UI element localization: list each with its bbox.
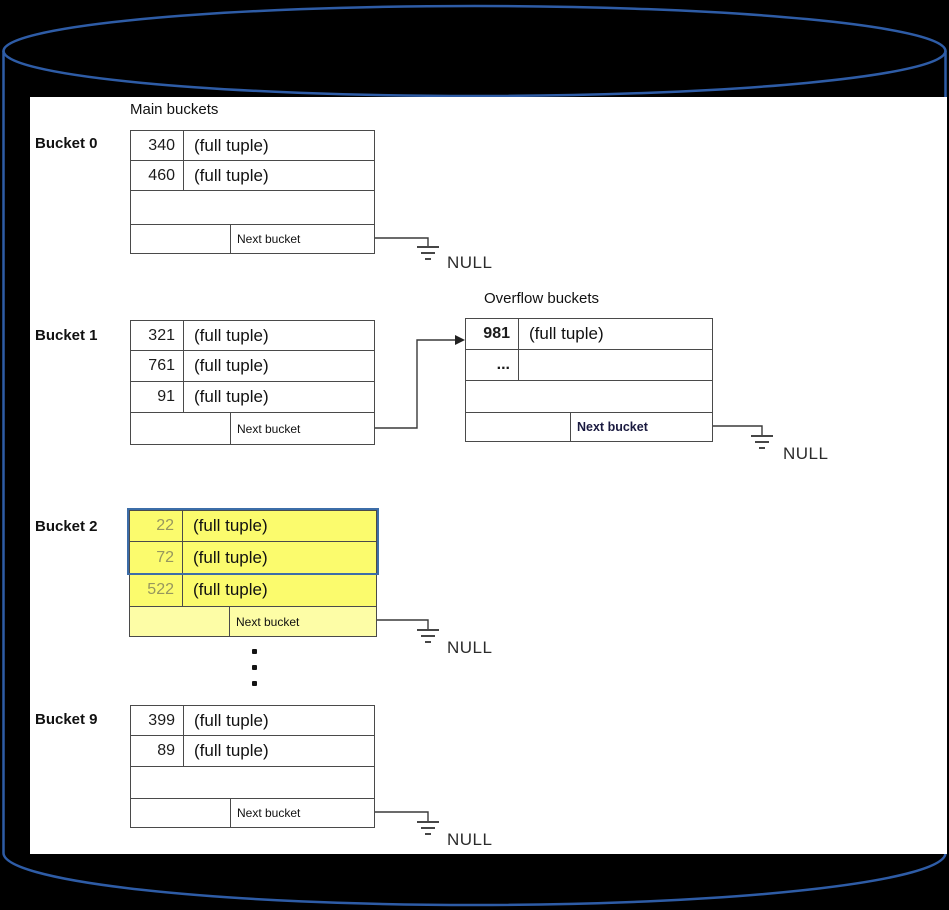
value-cell: (full tuple): [529, 324, 604, 343]
next-bucket-label: Next bucket: [237, 232, 301, 246]
key-cell: 981: [466, 319, 519, 349]
empty-cell: [131, 191, 374, 224]
empty-row: [466, 381, 712, 413]
next-bucket-row: Next bucket: [131, 225, 374, 253]
next-pointer-cell: [130, 607, 230, 636]
table-row: 522 (full tuple): [130, 574, 376, 607]
bucket-0-table: 340 (full tuple) 460 (full tuple) Next b…: [130, 130, 375, 254]
next-bucket-label: Next bucket: [236, 614, 300, 629]
vertical-ellipsis-dot: [252, 681, 257, 686]
value-cell: (full tuple): [194, 135, 269, 155]
next-bucket-row: Next bucket: [466, 413, 712, 441]
bucket-9-table: 399 (full tuple) 89 (full tuple) Next bu…: [130, 705, 375, 828]
bucket-0-label: Bucket 0: [35, 135, 98, 152]
vertical-ellipsis-dot: [252, 665, 257, 670]
value-cell: (full tuple): [194, 741, 269, 760]
table-row: 91 (full tuple): [131, 382, 374, 413]
table-row: 321 (full tuple): [131, 321, 374, 351]
bucket-1-label: Bucket 1: [35, 327, 98, 344]
next-bucket-label: Next bucket: [237, 806, 301, 820]
key-cell: 91: [131, 382, 184, 412]
value-cell: (full tuple): [194, 325, 269, 345]
cylinder-bottom-icon: [2, 852, 947, 907]
null-label: NULL: [447, 253, 493, 272]
table-row: 460 (full tuple): [131, 161, 374, 191]
next-bucket-row: Next bucket: [131, 413, 374, 444]
key-cell: 460: [131, 161, 184, 190]
null-label: NULL: [447, 638, 493, 657]
value-cell: (full tuple): [194, 710, 269, 730]
bucket-1-table: 321 (full tuple) 761 (full tuple) 91 (fu…: [130, 320, 375, 445]
null-label: NULL: [783, 444, 829, 463]
value-cell: (full tuple): [193, 516, 268, 535]
key-cell: 522: [130, 574, 183, 606]
table-row: 89 (full tuple): [131, 736, 374, 767]
next-pointer-cell: [131, 413, 231, 444]
table-row: 399 (full tuple): [131, 706, 374, 736]
next-pointer-cell: [131, 225, 231, 253]
next-bucket-label: Next bucket: [237, 421, 301, 436]
bucket-9-label: Bucket 9: [35, 711, 98, 728]
next-bucket-cell: Next bucket: [231, 225, 374, 253]
next-bucket-label: Next bucket: [577, 420, 648, 434]
overflow-bucket-table: 981 (full tuple) ... Next bucket: [465, 318, 713, 442]
vertical-ellipsis-dot: [252, 649, 257, 654]
key-cell: 761: [131, 351, 184, 381]
value-cell: (full tuple): [193, 547, 268, 567]
key-cell: 72: [130, 542, 183, 573]
table-row: 72 (full tuple): [130, 542, 376, 574]
key-cell: 340: [131, 131, 184, 160]
next-bucket-cell: Next bucket: [571, 413, 712, 441]
next-bucket-cell: Next bucket: [230, 607, 376, 636]
next-bucket-cell: Next bucket: [231, 413, 374, 444]
empty-cell: [466, 381, 712, 412]
empty-row: [131, 191, 374, 225]
value-cell: [519, 350, 712, 380]
overflow-buckets-label: Overflow buckets: [484, 290, 600, 307]
key-cell: 89: [131, 736, 184, 766]
table-row: 340 (full tuple): [131, 131, 374, 161]
next-bucket-cell: Next bucket: [231, 799, 374, 827]
bucket-2-table: 22 (full tuple) 72 (full tuple) 522 (ful…: [129, 510, 377, 637]
null-label: NULL: [447, 830, 493, 849]
next-pointer-cell: [466, 413, 571, 441]
value-cell: (full tuple): [194, 387, 269, 406]
next-pointer-cell: [131, 799, 231, 827]
table-row: 761 (full tuple): [131, 351, 374, 382]
table-row: 22 (full tuple): [130, 511, 376, 542]
table-row: 981 (full tuple): [466, 319, 712, 350]
next-bucket-row: Next bucket: [130, 607, 376, 636]
empty-cell: [131, 767, 374, 798]
value-cell: (full tuple): [193, 580, 268, 599]
value-cell: (full tuple): [194, 165, 269, 185]
empty-row: [131, 767, 374, 799]
key-cell: 399: [131, 706, 184, 735]
key-cell: 22: [130, 511, 183, 541]
key-cell: 321: [131, 321, 184, 350]
key-cell: ...: [466, 350, 519, 380]
value-cell: (full tuple): [194, 356, 269, 375]
next-bucket-row: Next bucket: [131, 799, 374, 827]
cylinder-top-icon: [2, 4, 947, 98]
bucket-2-label: Bucket 2: [35, 518, 98, 535]
table-row: ...: [466, 350, 712, 381]
main-buckets-label: Main buckets: [130, 101, 219, 118]
